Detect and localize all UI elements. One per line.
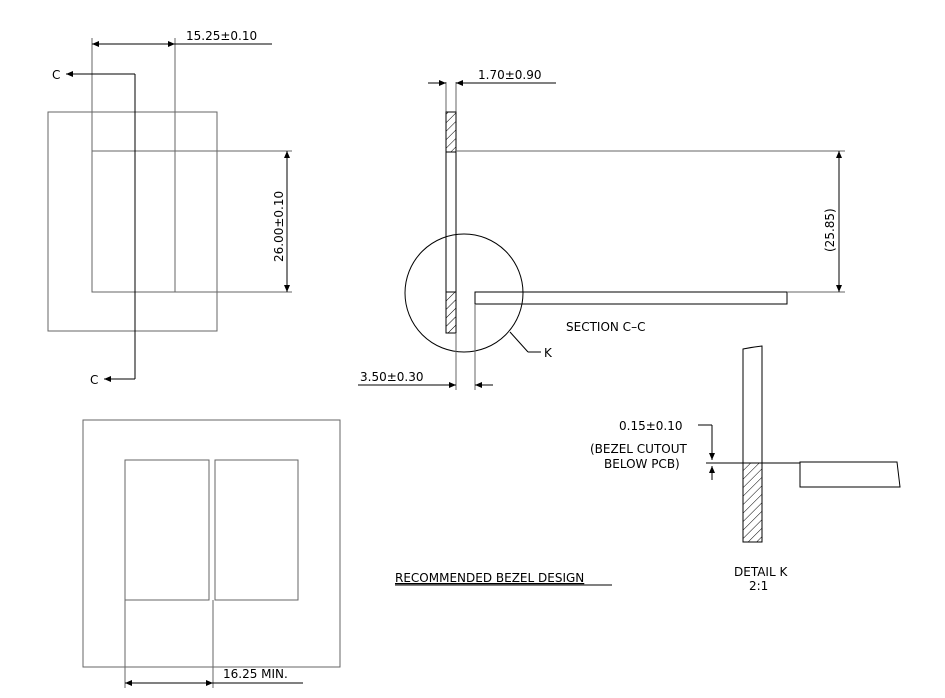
dim-top-width-label: 15.25±0.10 [186, 29, 257, 43]
detail-callout-label: K [544, 346, 553, 360]
detail-k-view: 0.15±0.10 (BEZEL CUTOUT BELOW PCB) DETAI… [590, 345, 901, 593]
detail-leader [509, 331, 529, 353]
dim-offset-label: 3.50±0.30 [360, 370, 424, 384]
cutout-note-line2: BELOW PCB) [604, 457, 680, 471]
detail-bezel-hatch [742, 462, 763, 543]
cutout-note-line1: (BEZEL CUTOUT [590, 442, 688, 456]
section-title: SECTION C–C [566, 320, 645, 334]
dim-cutout-label: 0.15±0.10 [619, 419, 683, 433]
bezel-outline [82, 419, 341, 668]
bezel-section-hatch-bottom [445, 291, 457, 334]
section-mark-bottom: C [90, 373, 98, 387]
detail-k-circle [404, 233, 524, 353]
front-view: 15.25±0.10 C C 26.00±0.10 [47, 29, 292, 387]
bezel-cutout-right [214, 459, 299, 601]
dim-min-width-label: 16.25 MIN. [223, 667, 288, 681]
display-window [91, 150, 176, 293]
bezel-section-hatch-top [445, 111, 457, 153]
dim-thickness-label: 1.70±0.90 [478, 68, 542, 82]
bezel-design-title: RECOMMENDED BEZEL DESIGN [395, 571, 584, 585]
bezel-outline [47, 111, 218, 332]
bezel-cutout-left [124, 459, 210, 601]
pcb-profile [474, 291, 788, 305]
detail-title: DETAIL K [734, 565, 788, 579]
section-view: 1.70±0.90 (25.85) K SECTION C–C 3.50±0.3… [358, 68, 845, 390]
section-mark-top: C [52, 68, 60, 82]
detail-scale: 2:1 [749, 579, 768, 593]
dim-height-label: 26.00±0.10 [272, 191, 286, 262]
detail-pcb [799, 461, 901, 488]
dim-ref-height-label: (25.85) [823, 208, 837, 252]
bezel-design-view: 16.25 MIN. RECOMMENDED BEZEL DESIGN [82, 419, 612, 688]
